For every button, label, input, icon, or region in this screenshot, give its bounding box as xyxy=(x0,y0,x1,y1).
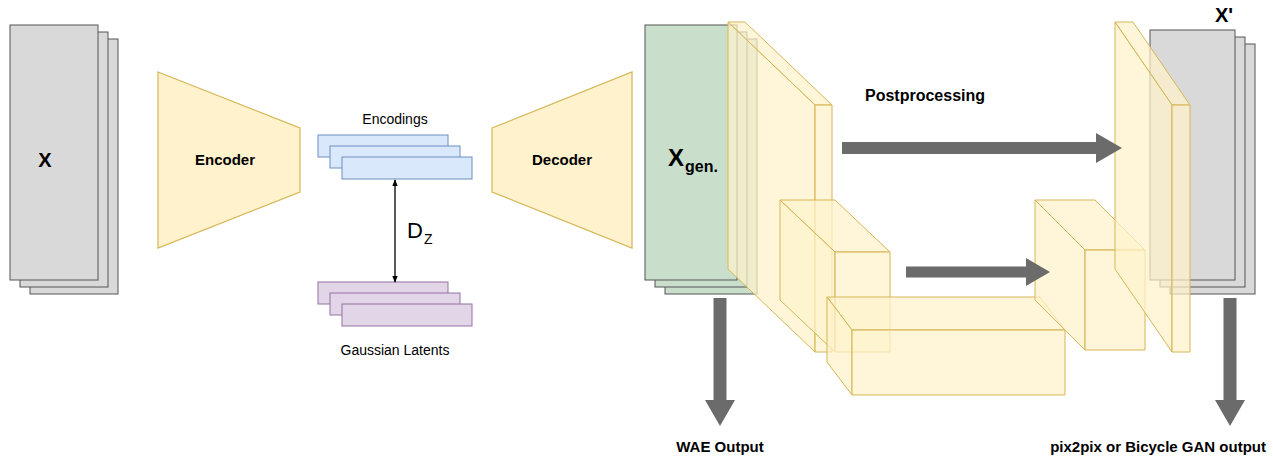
encodings-stack: Encodings xyxy=(318,105,472,180)
latents-stack: Gaussian Latents xyxy=(318,282,472,362)
postprocessing-network: Postprocessing xyxy=(728,22,1190,395)
skip-connection-arrow xyxy=(906,258,1050,286)
output-caption: pix2pix or Bicycle GAN output xyxy=(1050,438,1266,455)
encoding-stack xyxy=(342,157,472,179)
subscript-text: gen. xyxy=(685,158,718,176)
unet-face xyxy=(827,297,1065,330)
image-stack: Xgen. xyxy=(645,25,758,297)
unet-face xyxy=(1172,105,1190,352)
node-label: X' xyxy=(1215,4,1233,27)
output-caption: WAE Output xyxy=(676,438,763,455)
unet-block xyxy=(1115,22,1190,352)
node-label: Encoder xyxy=(195,151,255,168)
unet-block xyxy=(827,297,1065,395)
unet-face xyxy=(1115,22,1172,352)
decoder-box: Decoder xyxy=(492,72,632,248)
image-stack: X' xyxy=(1150,2,1257,297)
image-stack: X xyxy=(10,25,122,297)
distance-arrow xyxy=(394,180,395,282)
node-label: Encodings xyxy=(362,111,427,127)
skip-connection-arrow xyxy=(842,133,1122,163)
decoder-trapezoid xyxy=(492,72,632,248)
generated-image-stack xyxy=(645,25,737,280)
node-label: Gaussian Latents xyxy=(341,342,450,358)
unet-face xyxy=(827,297,852,395)
output-arrow xyxy=(705,298,735,426)
node-label: X xyxy=(668,144,684,172)
encoder-trapezoid xyxy=(158,72,300,248)
node-label: Decoder xyxy=(532,151,592,168)
unet-face xyxy=(852,330,1065,395)
subscript-text: Z xyxy=(424,231,433,247)
node-label: X xyxy=(38,149,51,172)
node-label: Postprocessing xyxy=(865,87,985,105)
distance-label: D xyxy=(407,218,423,243)
output-arrow xyxy=(1215,298,1245,426)
latent-stack xyxy=(342,304,472,326)
encoder-box: Encoder xyxy=(158,72,300,248)
input-image-stack xyxy=(10,25,98,280)
